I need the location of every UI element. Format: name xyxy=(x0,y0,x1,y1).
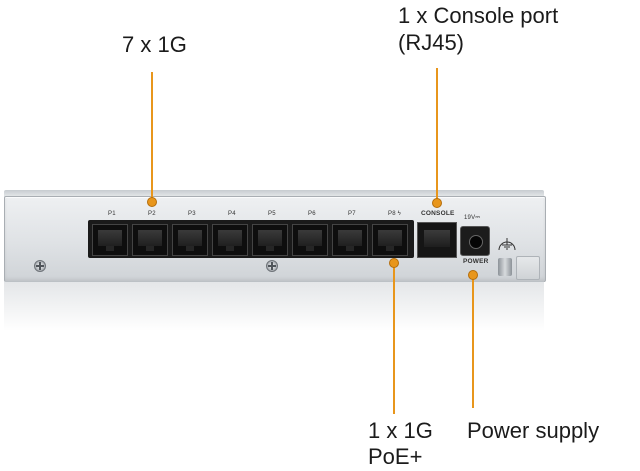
port-label: P8 ϟ xyxy=(388,211,401,217)
screw-icon xyxy=(266,260,278,272)
callout-7x1g: 7 x 1G xyxy=(122,32,187,58)
callout-console-line2: (RJ45) xyxy=(398,30,464,56)
leader-line-console xyxy=(436,68,438,200)
port-label: P3 xyxy=(188,211,196,217)
port-label: P6 xyxy=(308,211,316,217)
ethernet-port xyxy=(372,224,408,256)
leader-line-power xyxy=(472,274,474,408)
ethernet-port xyxy=(332,224,368,256)
leader-dot-console xyxy=(432,198,442,208)
callout-poe-line1: 1 x 1G xyxy=(368,418,433,444)
screw-icon xyxy=(34,260,46,272)
console-label: CONSOLE xyxy=(421,210,455,217)
port-label: P7 xyxy=(348,211,356,217)
ethernet-port xyxy=(212,224,248,256)
console-port xyxy=(417,222,457,258)
ground-post xyxy=(498,258,512,276)
leader-dot-poe xyxy=(389,258,399,268)
leader-dot-7x1g xyxy=(147,197,157,207)
callout-poe-line2: PoE+ xyxy=(368,444,422,470)
ethernet-port xyxy=(172,224,208,256)
ethernet-port xyxy=(252,224,288,256)
leader-line-7x1g xyxy=(151,72,153,198)
power-label: POWER xyxy=(463,258,489,265)
ethernet-port xyxy=(292,224,328,256)
leader-dot-power xyxy=(468,270,478,280)
port-label: P5 xyxy=(268,211,276,217)
ethernet-port xyxy=(92,224,128,256)
leader-line-poe xyxy=(393,262,395,414)
mount-tab xyxy=(516,256,540,280)
callout-power-supply: Power supply xyxy=(467,418,599,444)
callout-console-line1: 1 x Console port xyxy=(398,3,558,29)
chassis-reflection xyxy=(4,281,544,331)
voltage-label: 19V⎓ xyxy=(464,215,480,222)
port-label: P4 xyxy=(228,211,236,217)
port-label: P1 xyxy=(108,211,116,217)
ethernet-port xyxy=(132,224,168,256)
port-label: P2 xyxy=(148,211,156,217)
power-jack xyxy=(460,226,490,256)
ground-icon xyxy=(496,236,518,252)
